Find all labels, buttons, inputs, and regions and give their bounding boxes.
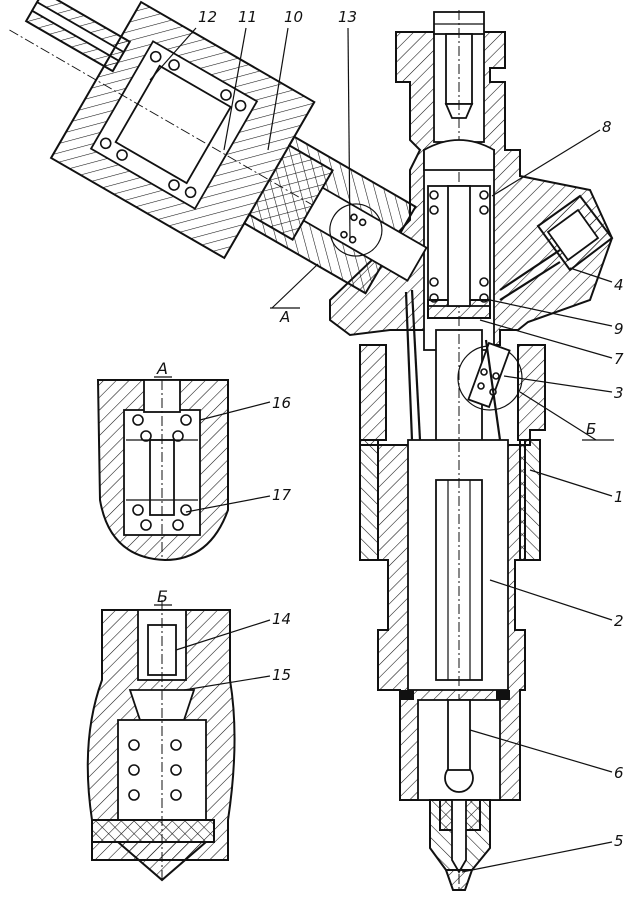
label-14: 14 (272, 610, 291, 628)
label-10: 10 (284, 8, 303, 26)
label-9: 9 (614, 320, 624, 338)
label-3: 3 (614, 384, 624, 402)
spring-17 (132, 504, 192, 531)
label-5: 5 (614, 832, 624, 850)
spring-16 (132, 414, 192, 442)
label-11: 11 (238, 8, 257, 26)
label-17: 17 (272, 486, 292, 504)
spring-12 (99, 50, 247, 199)
label-15: 15 (272, 666, 291, 684)
label-view-b: Б (586, 420, 596, 438)
valve-a-miniature (340, 213, 367, 244)
label-12: 12 (198, 8, 217, 26)
label-4: 4 (614, 276, 624, 294)
detail-caption-a: А (156, 359, 168, 378)
label-13: 13 (338, 8, 357, 26)
label-view-a: А (279, 308, 290, 326)
label-8: 8 (602, 118, 612, 136)
label-16: 16 (272, 394, 291, 412)
label-7: 7 (614, 350, 624, 368)
spring-b (128, 739, 182, 801)
leader-lines (149, 27, 614, 873)
detail-view-a (96, 379, 229, 562)
label-1: 1 (614, 488, 624, 506)
injector-body (329, 10, 614, 891)
label-6: 6 (614, 764, 624, 782)
valve-b-miniature (467, 341, 511, 409)
detail-caption-b: Б (157, 587, 168, 606)
label-2: 2 (614, 612, 624, 630)
solenoid-assembly (9, 0, 428, 295)
detail-view-b (86, 600, 236, 882)
